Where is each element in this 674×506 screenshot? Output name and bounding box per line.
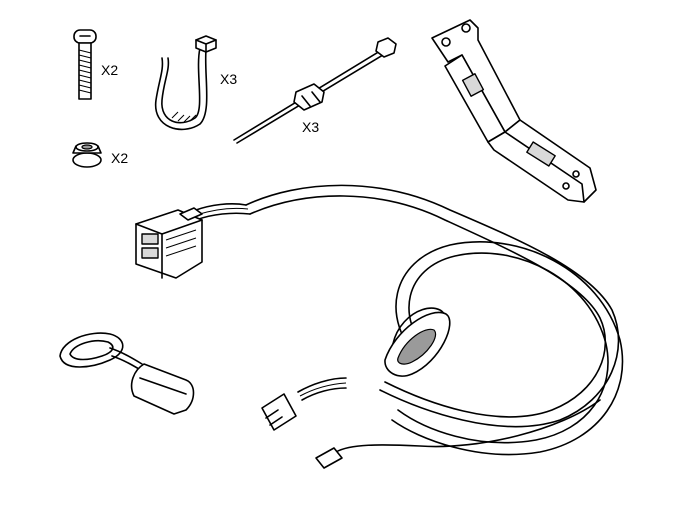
bolt-part	[73, 29, 97, 100]
looped-ties-quantity: X3	[220, 71, 237, 87]
main-wiring-harness	[195, 184, 624, 469]
mounting-bracket-part	[431, 19, 597, 203]
rubber-strap-part	[59, 332, 195, 415]
looped-cable-tie-part	[155, 35, 217, 131]
nuts-quantity: X2	[111, 150, 128, 166]
bolts-quantity: X2	[101, 62, 118, 78]
multi-pin-connector	[135, 207, 203, 279]
flange-nut-part	[72, 142, 102, 168]
straight-ties-quantity: X3	[302, 119, 319, 135]
straight-cable-tie-part	[233, 37, 397, 144]
